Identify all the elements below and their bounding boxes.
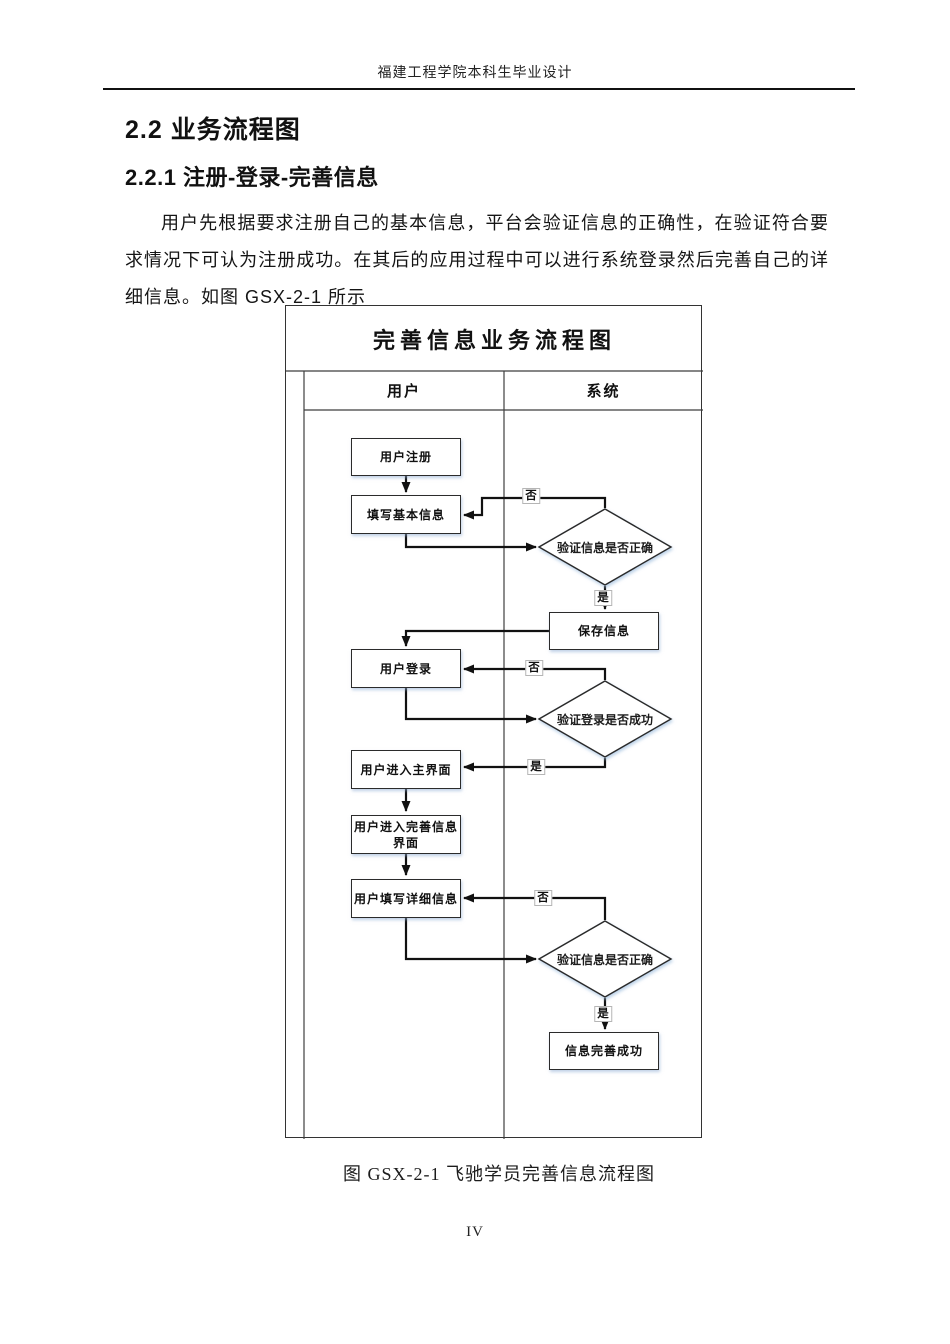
lane-header-user: 用户 (386, 383, 421, 400)
body-paragraph: 用户先根据要求注册自己的基本信息，平台会验证信息的正确性，在验证符合要求情况下可… (125, 213, 829, 307)
branch-yes-label: 是 (594, 1006, 612, 1022)
decision-diamonds (537, 508, 673, 998)
page-number: IV (466, 1224, 484, 1240)
lane-header-system: 系统 (586, 383, 621, 400)
decision-verify-basic-info: 验证信息是否正确 (556, 540, 653, 555)
node-user-register: 用户注册 (351, 438, 461, 476)
decision-verify-login: 验证登录是否成功 (556, 712, 653, 727)
node-save-info: 保存信息 (549, 612, 659, 650)
header-rule (103, 88, 855, 90)
branch-no-label: 否 (522, 488, 540, 504)
flowchart-figure: 完善信息业务流程图 用户 系统 用户注册 填写基本信息 保存信息 用户登录 用户… (285, 305, 703, 1139)
node-enter-complete-line2: 界面 (392, 835, 419, 850)
branch-no-label: 否 (525, 660, 543, 676)
node-enter-complete-line1: 用户进入完善信息 (353, 819, 458, 834)
branch-yes-label: 是 (527, 759, 545, 775)
section-heading: 2.2 业务流程图 (125, 116, 301, 144)
flowchart-title: 完善信息业务流程图 (372, 327, 616, 353)
flow-arrows (401, 476, 610, 1030)
page-header-text: 福建工程学院本科生毕业设计 (377, 64, 573, 80)
decision-verify-detail-info: 验证信息是否正确 (556, 952, 653, 967)
branch-no-label: 否 (534, 890, 552, 906)
flowchart-connectors (286, 370, 703, 1139)
branch-yes-label: 是 (594, 590, 612, 606)
node-info-complete-success: 信息完善成功 (549, 1032, 659, 1070)
subsection-heading: 2.2.1 注册-登录-完善信息 (125, 165, 379, 190)
node-fill-basic-info: 填写基本信息 (351, 495, 461, 534)
node-user-login: 用户登录 (351, 649, 461, 688)
figure-caption: 图 GSX-2-1 飞驰学员完善信息流程图 (343, 1164, 655, 1184)
swimlane-lines (286, 370, 703, 1139)
node-enter-complete-page: 用户进入完善信息 界面 (351, 815, 461, 854)
node-enter-main: 用户进入主界面 (351, 750, 461, 789)
node-fill-detail-info: 用户填写详细信息 (351, 879, 461, 918)
